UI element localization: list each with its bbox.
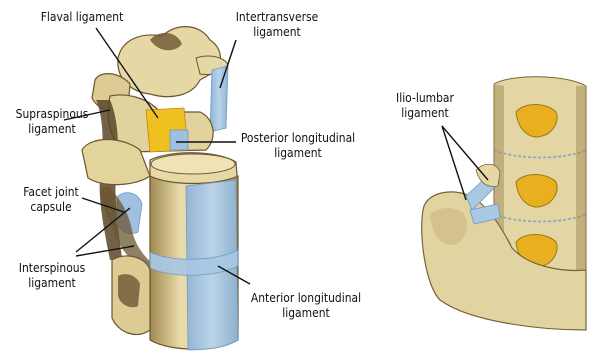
label-anterior-long-line2: ligament [242,305,369,320]
label-interspinous-line1: Interspinous [12,260,91,275]
label-supraspinous-line1: Supraspinous [11,106,94,121]
label-supraspinous-ligament: Supraspinous ligament [11,106,94,136]
label-flaval-line1: Flaval ligament [30,9,133,24]
leader-iliolumbar-2 [442,126,488,180]
label-intertransverse-line1: Intertransverse [230,9,325,24]
left-vertebral-column [82,27,238,350]
label-facet-line2: capsule [14,199,88,214]
label-intertransverse-ligament: Intertransverse ligament [230,9,325,39]
label-intertransverse-line2: ligament [230,24,325,39]
label-posterior-long-line1: Posterior longitudinal [234,130,361,145]
label-iliolumbar-line1: Ilio-lumbar [386,90,463,105]
label-flaval-ligament: Flaval ligament [30,9,133,24]
label-anterior-longitudinal-ligament: Anterior longitudinal ligament [242,290,369,320]
leader-iliolumbar-1 [442,126,466,200]
label-anterior-long-line1: Anterior longitudinal [242,290,369,305]
label-supraspinous-line2: ligament [11,121,94,136]
label-posterior-long-line2: ligament [234,145,361,160]
label-posterior-longitudinal-ligament: Posterior longitudinal ligament [234,130,361,160]
label-iliolumbar-ligament: Ilio-lumbar ligament [386,90,463,120]
label-facet-joint-capsule: Facet joint capsule [14,184,88,214]
posterior-longitudinal-ligament [170,130,188,150]
label-interspinous-ligament: Interspinous ligament [12,260,91,290]
intertransverse-ligament [210,66,228,132]
label-interspinous-line2: ligament [12,275,91,290]
label-facet-line1: Facet joint [14,184,88,199]
label-iliolumbar-line2: ligament [386,105,463,120]
